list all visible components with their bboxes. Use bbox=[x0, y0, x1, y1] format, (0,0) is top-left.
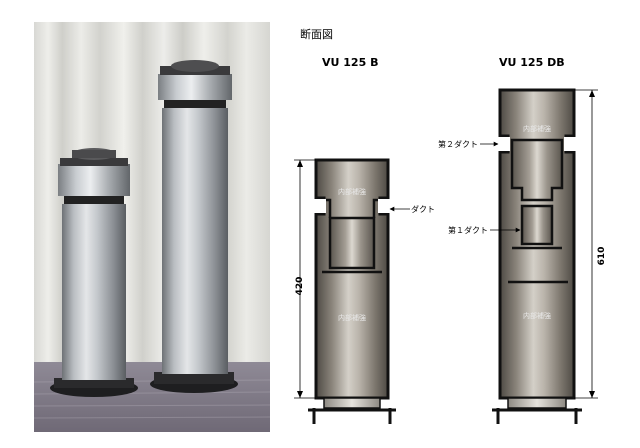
model-b-reinforce-top-label: 内部補強 bbox=[338, 187, 366, 196]
model-b-section: VU 125 B 内部補強 内部補強 420 ダクト bbox=[294, 56, 435, 424]
model-b-reinforce-bottom-label: 内部補強 bbox=[338, 313, 366, 322]
diagram-heading: 断面図 bbox=[300, 27, 333, 41]
model-b-duct-label: ダクト bbox=[411, 204, 435, 214]
model-db-first-duct bbox=[520, 204, 554, 246]
model-db-height-label: 610 bbox=[597, 247, 607, 266]
model-db-reinforce-top-label: 内部補強 bbox=[523, 124, 551, 133]
model-db-duct2-label: 第２ダクト bbox=[438, 139, 478, 149]
model-db-title: VU 125 DB bbox=[499, 56, 565, 69]
speaker-photo bbox=[34, 22, 270, 432]
model-db-inner-reinforcement-top bbox=[510, 138, 564, 202]
model-b-title: VU 125 B bbox=[322, 56, 378, 69]
model-db-duct1-label: 第１ダクト bbox=[448, 225, 488, 235]
model-db-section: VU 125 DB 内部補強 内部補強 610 第２ダクト 第１ダクト bbox=[438, 56, 607, 424]
model-b-height-label: 420 bbox=[295, 277, 305, 296]
cross-section-diagram: 断面図 VU 125 B 内部補強 内部補強 420 ダクト VU 125 DB bbox=[294, 27, 607, 424]
photo-speaker-b bbox=[50, 148, 138, 397]
photo-speaker-db bbox=[150, 60, 238, 393]
model-b-inner-reinforcement-top bbox=[328, 216, 376, 270]
model-db-reinforce-bottom-label: 内部補強 bbox=[523, 311, 551, 320]
